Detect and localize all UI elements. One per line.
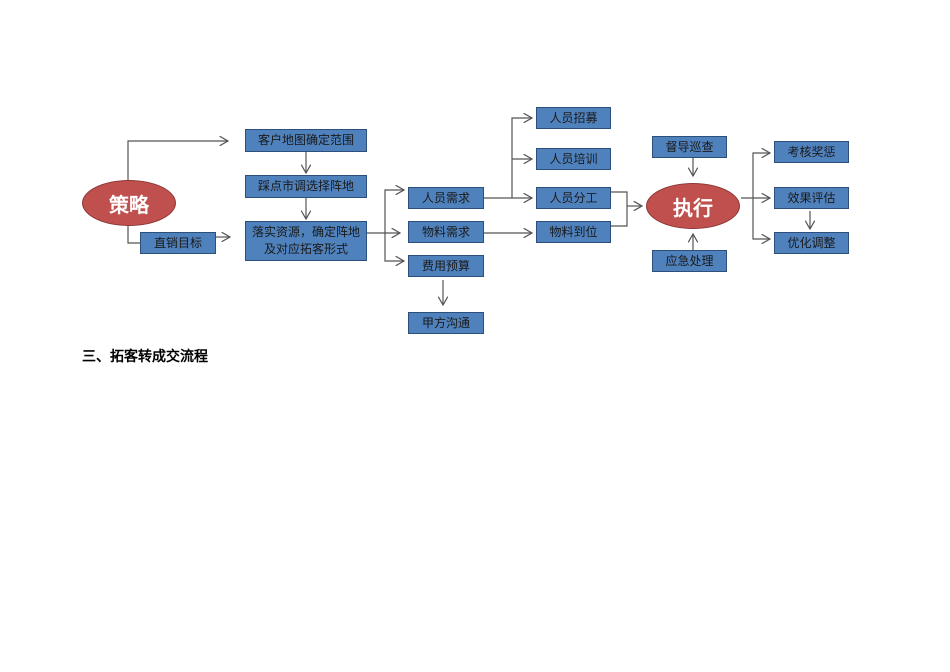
recruit-node: 人员招募 xyxy=(536,107,611,129)
client-comm-node: 甲方沟通 xyxy=(408,312,484,334)
supervise-node: 督导巡查 xyxy=(652,136,727,158)
optimize-node: 优化调整 xyxy=(774,232,849,254)
direct-sales-node: 直销目标 xyxy=(140,232,216,254)
site-survey-node: 踩点市调选择阵地 xyxy=(245,175,367,198)
division-node: 人员分工 xyxy=(536,187,611,209)
material-ready-node: 物料到位 xyxy=(536,221,611,243)
material-need-node: 物料需求 xyxy=(408,221,484,243)
emergency-node: 应急处理 xyxy=(652,250,727,272)
implement-node: 落实资源，确定阵地及对应拓客形式 xyxy=(245,221,367,261)
evaluate-node: 效果评估 xyxy=(774,187,849,209)
training-node: 人员培训 xyxy=(536,148,611,170)
section-heading: 三、拓客转成交流程 xyxy=(82,349,208,365)
budget-node: 费用预算 xyxy=(408,255,484,277)
strategy-node: 策略 xyxy=(82,180,176,226)
staff-need-node: 人员需求 xyxy=(408,187,484,209)
customer-map-node: 客户地图确定范围 xyxy=(245,129,367,152)
assess-node: 考核奖惩 xyxy=(774,141,849,163)
execute-node: 执行 xyxy=(646,183,740,229)
